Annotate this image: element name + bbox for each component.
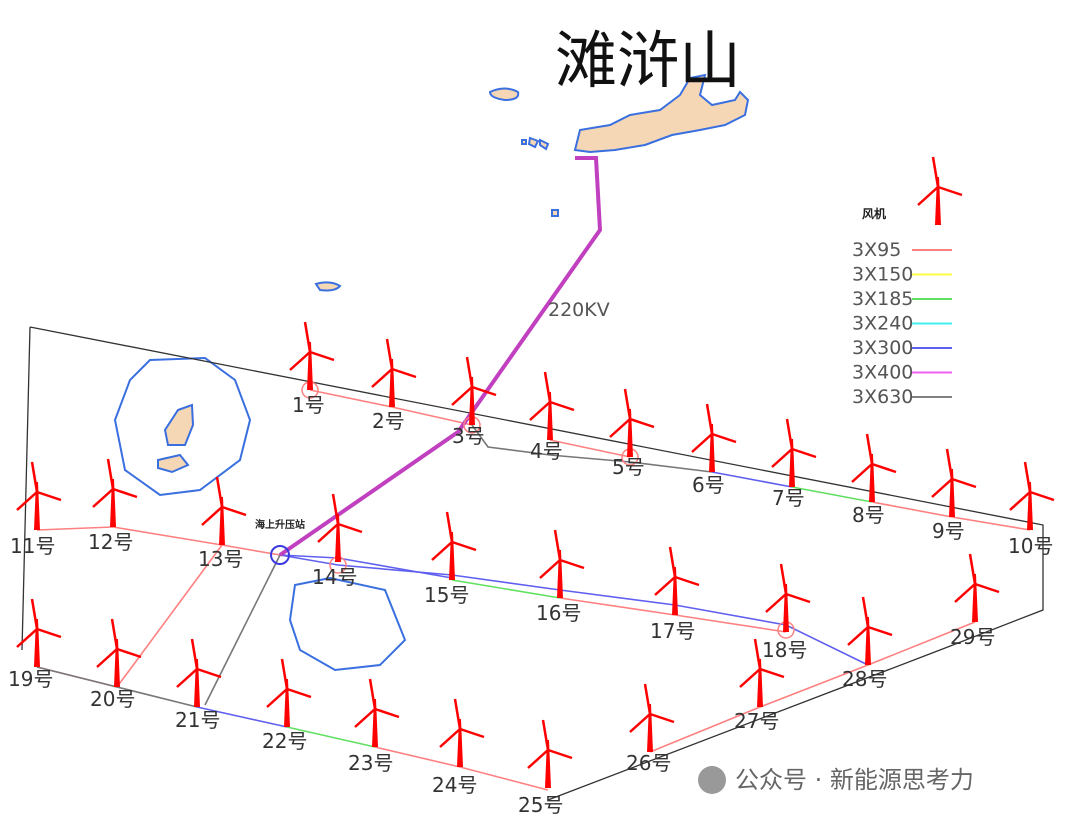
legend-label: 3X630 bbox=[852, 386, 913, 408]
wechat-icon bbox=[698, 766, 726, 794]
islet bbox=[314, 281, 342, 292]
wind-turbine-icon bbox=[954, 553, 1000, 622]
legend-label: 3X400 bbox=[852, 362, 913, 384]
turbine-label: 24号 bbox=[432, 773, 477, 797]
wind-turbine-icon bbox=[354, 678, 400, 747]
turbine-label: 23号 bbox=[348, 751, 393, 775]
turbine-label: 1号 bbox=[292, 393, 325, 417]
wind-turbine-icon bbox=[16, 461, 62, 530]
legend-label: 3X300 bbox=[852, 337, 913, 359]
turbine-label: 25号 bbox=[518, 793, 563, 817]
wind-turbine-icon bbox=[96, 618, 142, 687]
wind-turbine-icon bbox=[771, 418, 817, 487]
legend-title: 风机 bbox=[862, 206, 886, 221]
wind-turbine-icon bbox=[317, 493, 363, 562]
turbine-label: 22号 bbox=[262, 729, 307, 753]
legend-label: 3X185 bbox=[852, 288, 913, 310]
turbine-label: 8号 bbox=[852, 503, 885, 527]
wind-turbine-icon bbox=[527, 719, 573, 788]
turbine-label: 7号 bbox=[772, 486, 805, 510]
wind-turbine-icon bbox=[451, 356, 497, 425]
wind-turbine-icon bbox=[931, 448, 977, 517]
wind-turbine-icon bbox=[439, 698, 485, 767]
turbine-layer: 1号 2号 3号 4号 5号 6号 7号 8号 9号 10号 11号 12号 13号 14号 15号 16号 1… bbox=[8, 321, 1055, 817]
turbine-label: 2号 bbox=[372, 409, 405, 433]
turbine-label: 6号 bbox=[692, 473, 725, 497]
turbine-label: 28号 bbox=[842, 667, 887, 691]
wind-turbine-icon bbox=[654, 546, 700, 615]
reef-boundary bbox=[113, 356, 252, 497]
wind-turbine-icon bbox=[539, 529, 585, 598]
turbine-label: 9号 bbox=[932, 519, 965, 543]
wind-turbine-icon bbox=[739, 638, 785, 707]
wind-turbine-icon bbox=[917, 156, 963, 225]
wind-turbine-icon bbox=[847, 596, 893, 665]
islet bbox=[488, 87, 520, 102]
wind-turbine-icon bbox=[431, 511, 477, 580]
islet bbox=[157, 403, 195, 474]
turbine-label: 3号 bbox=[452, 424, 485, 448]
turbine-label: 11号 bbox=[10, 534, 55, 558]
islet bbox=[521, 136, 559, 217]
wind-turbine-icon bbox=[371, 338, 417, 407]
legend-label: 3X150 bbox=[852, 264, 913, 286]
substation-label: 海上升压站 bbox=[255, 518, 305, 531]
substation-icon bbox=[270, 545, 290, 565]
turbine-label: 21号 bbox=[175, 708, 220, 732]
turbine-label: 27号 bbox=[734, 709, 779, 733]
turbine-label: 4号 bbox=[530, 439, 563, 463]
wind-turbine-icon bbox=[289, 321, 335, 390]
wind-turbine-icon bbox=[266, 658, 312, 727]
wind-turbine-icon bbox=[765, 563, 811, 632]
turbine-label: 10号 bbox=[1008, 534, 1053, 558]
legend-label: 3X95 bbox=[852, 239, 901, 261]
turbine-label: 15号 bbox=[424, 583, 469, 607]
turbine-label: 29号 bbox=[950, 625, 995, 649]
voltage-label: 220KV bbox=[548, 299, 610, 321]
turbine-label: 14号 bbox=[312, 565, 357, 589]
turbine-label: 18号 bbox=[762, 638, 807, 662]
wind-turbine-icon bbox=[529, 371, 575, 440]
watermark: 公众号 · 新能源思考力 bbox=[735, 766, 974, 794]
wind-turbine-icon bbox=[1009, 461, 1055, 530]
reef-boundary-2 bbox=[288, 576, 407, 672]
turbine-label: 19号 bbox=[8, 667, 53, 691]
farm-boundary-left bbox=[21, 326, 31, 651]
turbine-label: 5号 bbox=[612, 455, 645, 479]
wind-turbine-icon bbox=[92, 458, 138, 527]
wind-turbine-icon bbox=[16, 598, 62, 667]
wind-turbine-icon bbox=[609, 388, 655, 457]
legend-label: 3X240 bbox=[852, 313, 913, 335]
wind-turbine-icon bbox=[629, 683, 675, 752]
farm-boundary bbox=[29, 326, 1044, 801]
turbine-label: 16号 bbox=[536, 601, 581, 625]
turbine-label: 12号 bbox=[88, 530, 133, 554]
island-main bbox=[573, 73, 750, 154]
turbine-label: 26号 bbox=[626, 751, 671, 775]
wind-turbine-icon bbox=[201, 476, 247, 545]
wind-turbine-icon bbox=[691, 403, 737, 472]
turbine-label: 13号 bbox=[198, 547, 243, 571]
island-title: 滩浒山 bbox=[555, 24, 741, 97]
turbine-label: 20号 bbox=[90, 687, 135, 711]
wind-turbine-icon bbox=[176, 638, 222, 707]
turbine-label: 17号 bbox=[650, 619, 695, 643]
wind-turbine-icon bbox=[851, 433, 897, 502]
